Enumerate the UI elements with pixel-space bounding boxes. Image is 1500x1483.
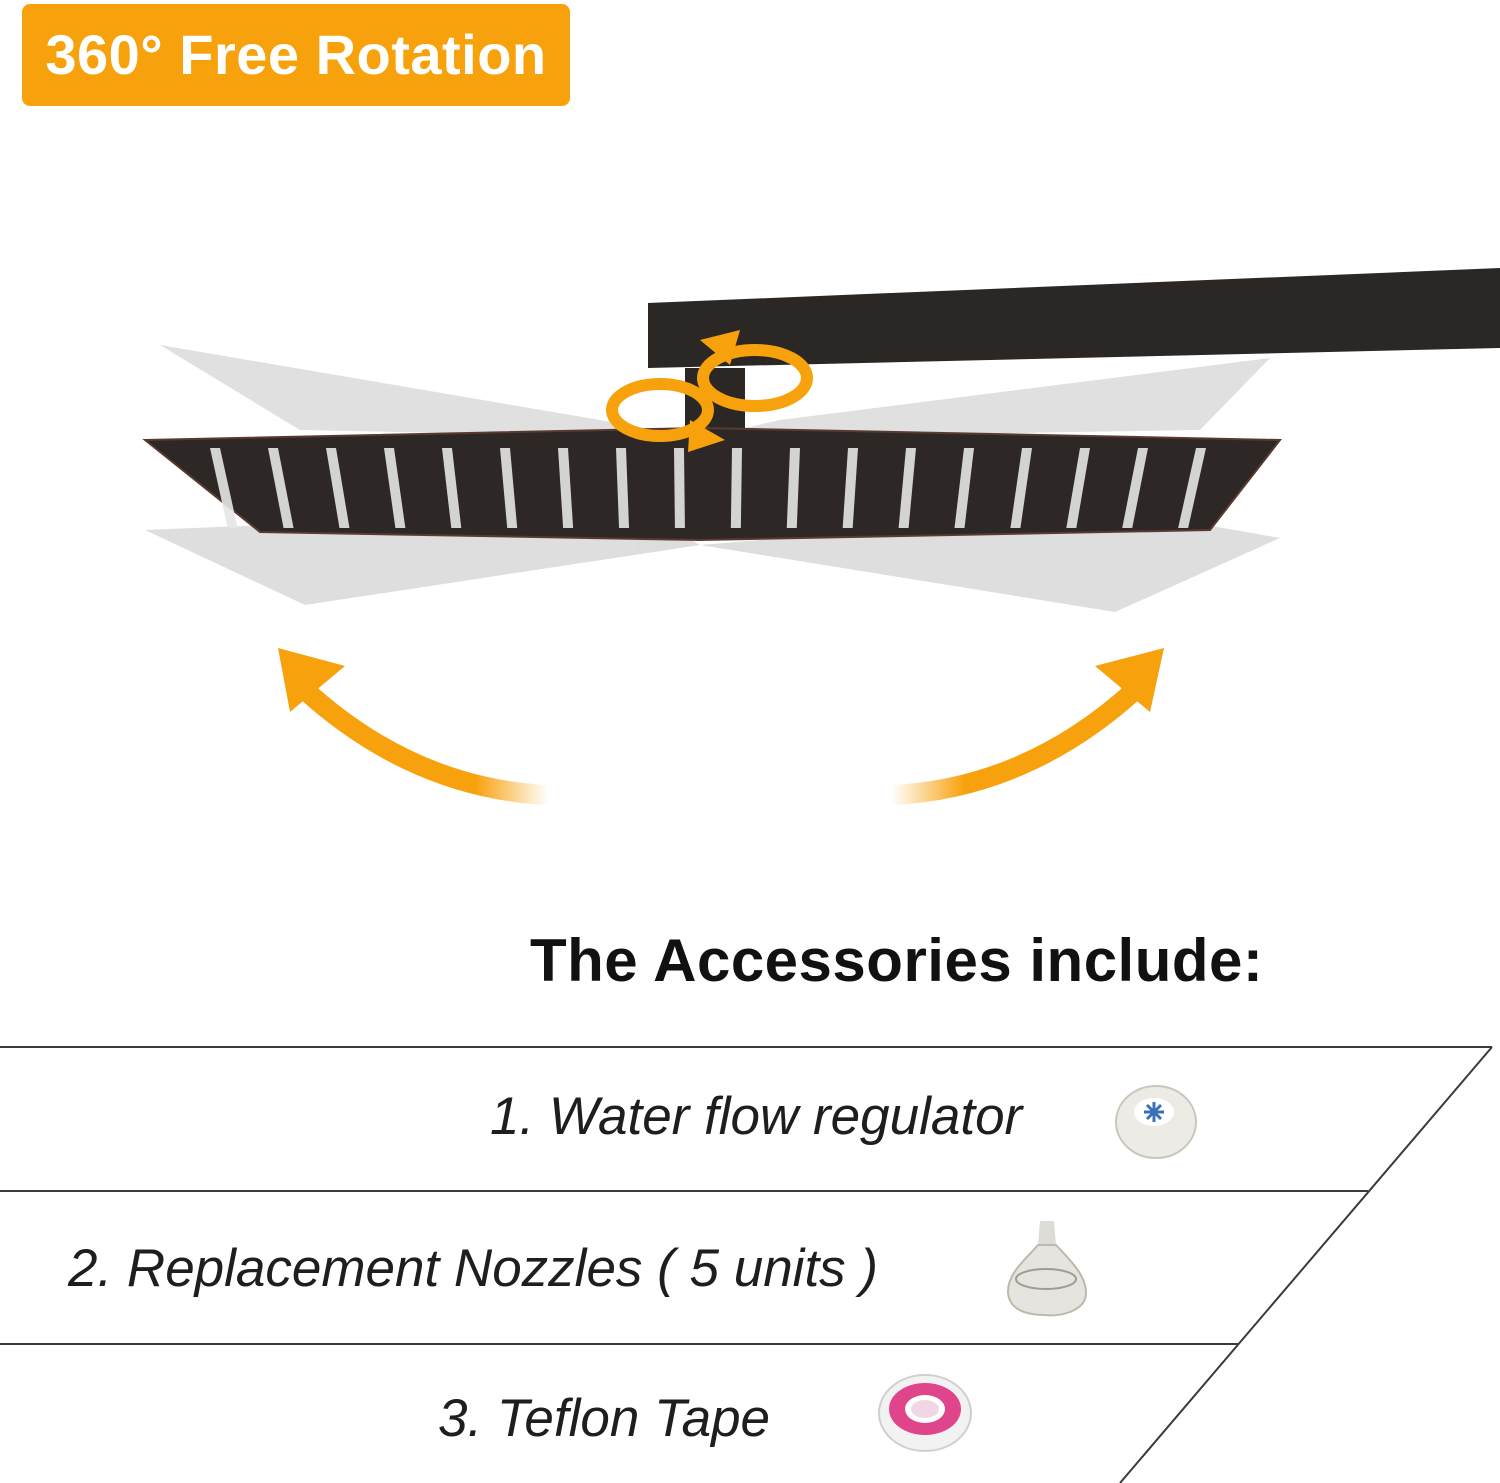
nozzle-row: [210, 448, 238, 528]
nozzle-row: [326, 448, 350, 528]
right-sweep-arrow-icon: [891, 648, 1164, 805]
accessory-item-2: 2. Replacement Nozzles ( 5 units ): [68, 1239, 879, 1298]
water-flow-regulator-icon: [1115, 1085, 1197, 1159]
nozzle-row: [1122, 448, 1148, 528]
nozzle-row: [786, 448, 800, 528]
nozzle-row: [384, 448, 406, 528]
replacement-nozzle-icon: [1006, 1221, 1088, 1317]
main-shower-head: [142, 426, 1283, 542]
nozzle-row: [730, 448, 742, 528]
nozzle-row: [1066, 448, 1090, 528]
nozzle-row: [842, 448, 858, 528]
accessories-table-frame: [0, 1046, 1493, 1483]
nozzle-row: [674, 448, 685, 528]
nozzle-row: [616, 448, 630, 528]
joint-rotation-arrows-icon: [606, 344, 813, 442]
shower-nozzles: [210, 448, 1206, 528]
rotation-badge-text: 360° Free Rotation: [45, 23, 547, 86]
nozzle-row: [500, 448, 518, 528]
nozzle-row: [558, 448, 574, 528]
accessory-item-3: 3. Teflon Tape: [438, 1389, 771, 1448]
nozzle-row: [898, 448, 916, 528]
accessory-item-1: 1. Water flow regulator: [490, 1087, 1023, 1146]
nozzle-row: [442, 448, 462, 528]
nozzle-row: [1010, 448, 1032, 528]
rotation-badge: 360° Free Rotation: [22, 4, 570, 106]
ghost-shower-head-upper: [160, 345, 1270, 438]
teflon-tape-icon: [878, 1374, 972, 1452]
nozzle-row: [954, 448, 974, 528]
accessories-heading: The Accessories include:: [530, 927, 1264, 994]
shower-rotation-illustration: [142, 268, 1500, 805]
nozzle-row: [1178, 448, 1206, 528]
nozzle-row: [268, 448, 294, 528]
left-sweep-arrow-icon: [278, 648, 549, 805]
